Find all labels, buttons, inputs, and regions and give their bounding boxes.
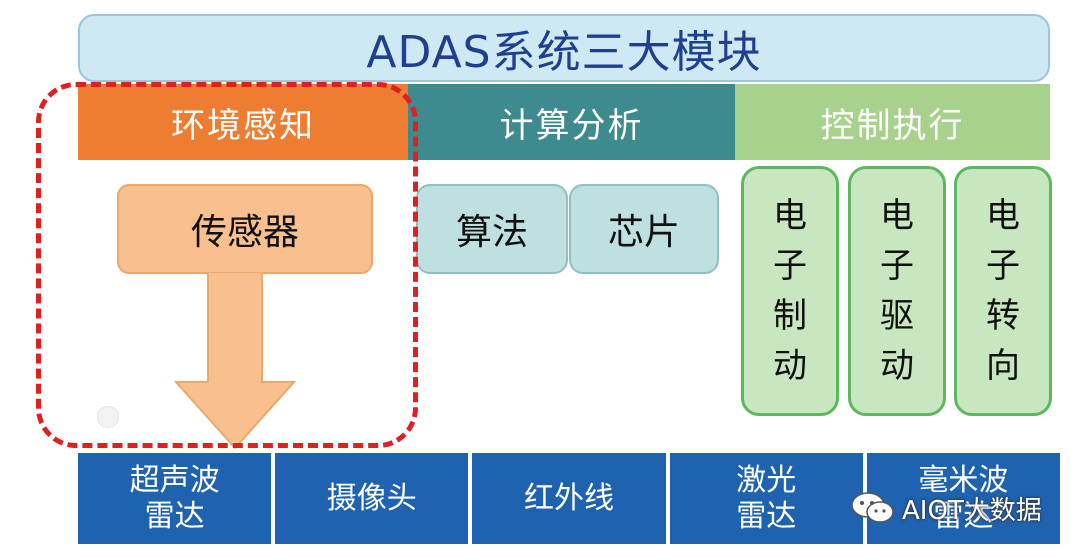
sensor-ultrasonic-radar: 超声波 雷达 <box>76 451 274 546</box>
control-char: 子 <box>880 246 914 286</box>
control-char: 转 <box>986 296 1020 336</box>
control-char: 动 <box>880 346 914 386</box>
sensor-infrared: 红外线 <box>470 451 668 546</box>
sensor-label-line: 雷达 <box>736 498 797 534</box>
sensor-label-line: 雷达 <box>144 498 205 534</box>
control-char: 电 <box>880 196 914 236</box>
wechat-icon <box>851 492 894 523</box>
compute-item-chip: 芯片 <box>569 184 719 274</box>
sensor-box: 传感器 <box>117 184 373 274</box>
control-item-braking: 电 子 制 动 <box>741 166 839 416</box>
sensor-lidar: 激光 雷达 <box>667 451 865 546</box>
sensor-label-line: 激光 <box>736 462 797 498</box>
sensor-camera: 摄像头 <box>273 451 471 546</box>
control-char: 驱 <box>880 296 914 336</box>
watermark-text: AIOT大数据 <box>902 495 1042 526</box>
module-header-control: 控制执行 <box>735 84 1050 160</box>
sensor-label-line: 红外线 <box>524 480 614 516</box>
control-char: 子 <box>986 246 1020 286</box>
control-char: 制 <box>773 296 807 336</box>
sensor-label-line: 摄像头 <box>326 480 417 516</box>
control-char: 动 <box>773 346 807 386</box>
sensor-label-line: 雷达 <box>933 498 994 534</box>
control-char: 向 <box>986 346 1020 386</box>
watermark: AIOT大数据 <box>850 488 1042 528</box>
control-char: 电 <box>773 196 807 236</box>
module-header-sense: 环境感知 <box>78 84 408 160</box>
control-item-steering: 电 子 转 向 <box>954 166 1052 416</box>
control-char: 子 <box>773 246 807 286</box>
module-header-compute: 计算分析 <box>408 84 735 160</box>
compute-item-algorithm: 算法 <box>416 184 568 274</box>
control-char: 电 <box>986 196 1020 236</box>
sensor-label-line: 超声波 <box>129 462 220 498</box>
decorative-dot <box>97 406 119 428</box>
sensor-mmwave-radar: 毫米波 雷达 <box>864 451 1063 546</box>
sensor-label-line: 毫米波 <box>918 462 1009 498</box>
down-arrow-icon <box>173 272 297 450</box>
diagram-title: ADAS系统三大模块 <box>78 14 1050 82</box>
sensor-type-row: 超声波 雷达 摄像头 红外线 激光 雷达 毫米波 雷达 <box>76 451 1063 546</box>
control-item-drive: 电 子 驱 动 <box>848 166 946 416</box>
